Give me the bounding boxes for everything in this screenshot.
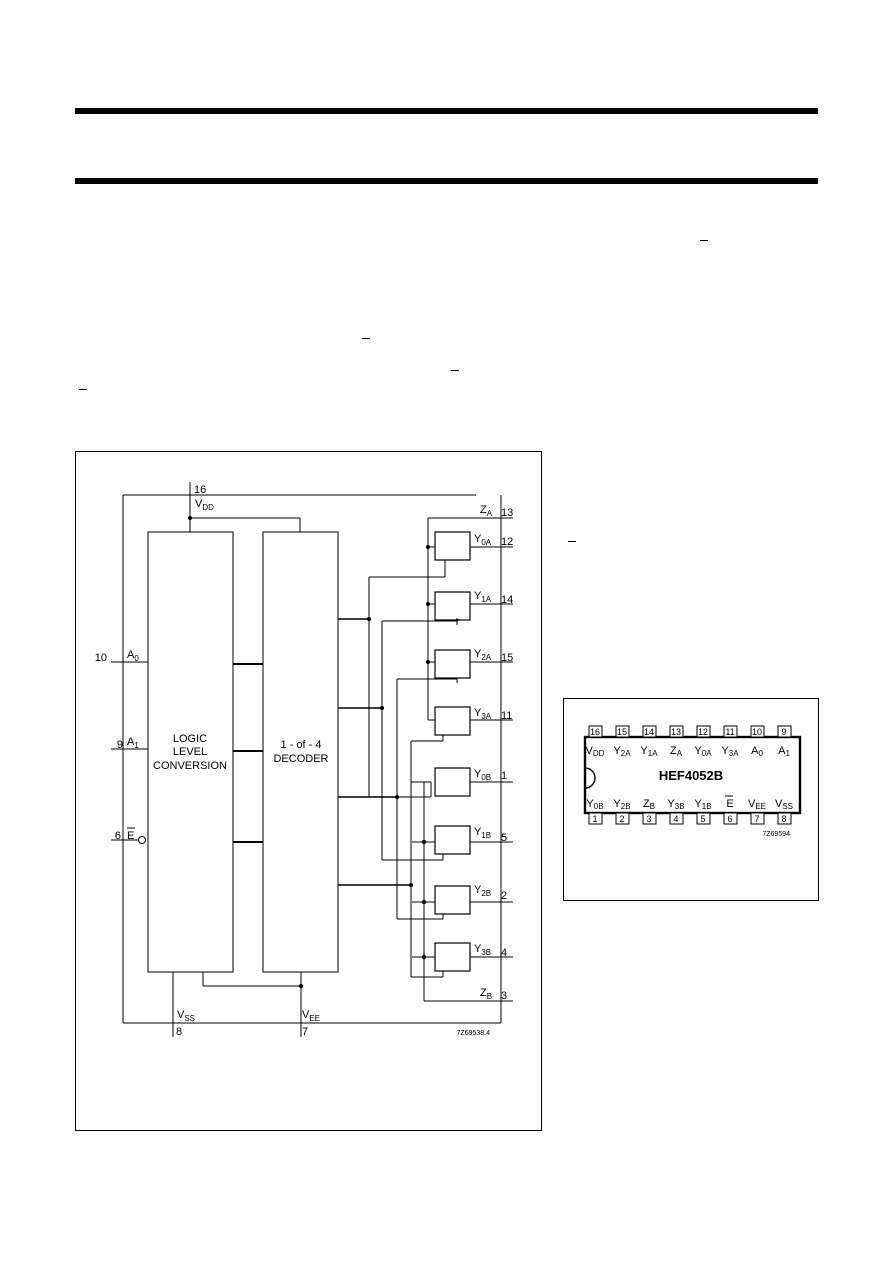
pin-label-top: ZA: [670, 745, 683, 758]
channel-label: Y1A: [474, 590, 492, 604]
input-label-enable: E: [127, 830, 134, 842]
input-label-a1: A1: [127, 736, 139, 750]
pin-label-top: Y0A: [694, 745, 712, 758]
channel-label: Y3A: [474, 707, 492, 721]
pin-label-bottom: VSS: [775, 798, 793, 811]
pin-number-top: 15: [617, 727, 627, 737]
common-label-zb: ZB: [480, 987, 492, 1001]
decoder-block-label: DECODER: [273, 753, 328, 765]
vee-pin-number: 7: [302, 1026, 308, 1038]
switch-y3b: [434, 942, 471, 972]
common-pin-za: 13: [501, 507, 513, 519]
pin-label-bottom: VEE: [748, 798, 766, 811]
input-pin-number: 10: [95, 652, 107, 664]
pin-label-top: Y1A: [640, 745, 658, 758]
switch-y3a: [434, 706, 471, 736]
pin-label-top: A0: [751, 745, 763, 758]
device-name: HEF4052B: [659, 768, 723, 783]
channel-pin: 2: [501, 890, 507, 902]
decoder-block-label: 1 - of - 4: [281, 739, 322, 751]
pin-number-bottom: 2: [619, 814, 624, 824]
pin-number-top: 11: [725, 727, 734, 737]
switch-y0a: [434, 531, 471, 561]
switch-y2a: [434, 649, 471, 679]
block-diagram: 16 VDD 10 A0 9 A1 6 E LOGIC LEVEL CONVER…: [95, 482, 513, 1038]
pin-number-top: 9: [781, 727, 786, 737]
pin-number-top: 13: [671, 727, 681, 737]
channel-pin: 1: [501, 770, 507, 782]
pin-label-bottom: Y2B: [613, 798, 630, 811]
channel-label: Y3B: [474, 943, 491, 957]
switch-y0b: [434, 767, 471, 797]
pin-number-bottom: 5: [700, 814, 705, 824]
overbar-mark: [362, 338, 370, 339]
channel-label: Y1B: [474, 826, 491, 840]
pin-number-top: 10: [752, 727, 762, 737]
pinning-frame: 16 15 14 13 12 11 10 9 1 2 3 4 5 6 7 8 V…: [563, 698, 819, 901]
channel-pin: 4: [501, 947, 507, 959]
pin-label-bottom: Y0B: [586, 798, 603, 811]
logic-block-label: LEVEL: [173, 746, 207, 758]
vdd-label: VDD: [195, 498, 214, 512]
logic-block-label: CONVERSION: [153, 760, 227, 772]
pinning-diagram: 16 15 14 13 12 11 10 9 1 2 3 4 5 6 7 8 V…: [583, 725, 802, 838]
input-label-a0: A0: [127, 649, 139, 663]
pin-number-bottom: 3: [646, 814, 651, 824]
pin-label-bottom: E: [726, 798, 733, 810]
pin-label-bottom: Y3B: [667, 798, 684, 811]
vdd-pin-number: 16: [194, 484, 206, 496]
channel-label: Y0A: [474, 533, 492, 547]
pin-number-bottom: 8: [781, 814, 786, 824]
overbar-mark: [451, 370, 459, 371]
channel-pin: 12: [501, 536, 513, 548]
switch-y1b: [434, 825, 471, 855]
pin-label-top: A1: [778, 745, 790, 758]
pin-label-top: Y2A: [613, 745, 631, 758]
logic-block-label: LOGIC: [173, 733, 207, 745]
vee-label: VEE: [302, 1009, 320, 1023]
overbar-mark: [79, 389, 87, 390]
header-rule-bottom: [75, 178, 818, 184]
channel-label: Y2A: [474, 648, 492, 662]
pin-number-bottom: 1: [592, 814, 597, 824]
overbar-mark: [700, 240, 708, 241]
pin-label-bottom: Y1B: [694, 798, 711, 811]
channel-pin: 11: [501, 710, 512, 722]
pinning-figure-code: 7Z69594: [762, 831, 790, 838]
vss-pin-number: 8: [176, 1026, 182, 1038]
pin-number-bottom: 7: [754, 814, 759, 824]
header-rule-top: [75, 108, 818, 114]
channel-label: Y0B: [474, 768, 491, 782]
pin-label-top: VDD: [586, 745, 605, 758]
vss-label: VSS: [177, 1009, 195, 1023]
channel-pin: 14: [501, 594, 513, 606]
channel-pin: 5: [501, 832, 507, 844]
common-label-za: ZA: [480, 504, 493, 518]
figure-code: 7Z69538.4: [457, 1030, 491, 1037]
common-pin-zb: 3: [501, 990, 507, 1002]
input-pin-number: 6: [115, 830, 121, 842]
pin-label-top: Y3A: [721, 745, 739, 758]
switch-y2b: [434, 885, 471, 915]
pin-number-top: 16: [590, 727, 600, 737]
switch-y1a: [434, 591, 471, 621]
pin-number-bottom: 6: [727, 814, 732, 824]
ic-package-outline: [583, 735, 802, 815]
block-diagram-frame: 16 VDD 10 A0 9 A1 6 E LOGIC LEVEL CONVER…: [75, 451, 542, 1131]
pin-number-top: 12: [698, 727, 708, 737]
channel-pin: 15: [501, 652, 513, 664]
channel-label: Y2B: [474, 884, 491, 898]
pin-label-bottom: ZB: [643, 798, 655, 811]
overbar-mark: [568, 541, 576, 542]
pin-number-top: 14: [644, 727, 654, 737]
input-pin-number: 9: [117, 739, 123, 751]
pin-number-bottom: 4: [673, 814, 678, 824]
ic-notch: [584, 767, 596, 789]
